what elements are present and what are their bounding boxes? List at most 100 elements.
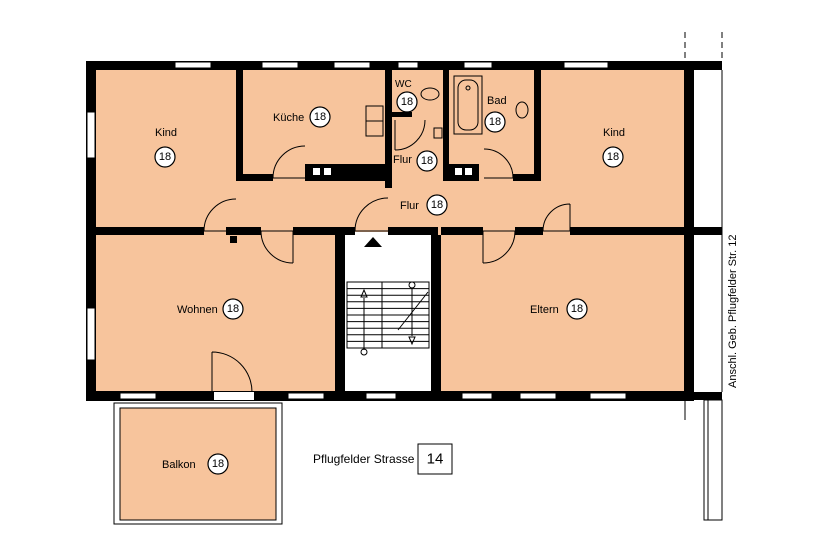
room-number-badge (602, 146, 624, 168)
door-swing (260, 230, 294, 264)
stair-steps-right (382, 281, 429, 349)
adjacent-building (684, 32, 723, 521)
door-swing (542, 203, 571, 232)
room-number-badge (416, 150, 438, 172)
bath-chimney-wall (449, 164, 479, 181)
bottom-wall-extension (694, 392, 722, 400)
wall (388, 227, 438, 235)
window (119, 392, 157, 400)
window (261, 61, 299, 69)
window (174, 61, 212, 69)
room-number-wohnen: 18 (227, 303, 239, 315)
wall (570, 227, 684, 235)
window (397, 61, 419, 69)
drain (465, 85, 471, 91)
room-number-badge (426, 194, 448, 216)
room-number-badge (484, 111, 506, 133)
room-label-wc: WC (395, 79, 412, 90)
flue (465, 168, 472, 175)
right-wall (684, 61, 694, 401)
wall (96, 227, 204, 235)
interior-walls (96, 68, 684, 392)
room-number-eltern: 18 (571, 303, 583, 315)
left-wall (86, 61, 96, 401)
room-number-badge (396, 91, 418, 113)
top-wall-extension (694, 61, 722, 70)
room-number-badge (222, 298, 244, 320)
door-swing (203, 198, 237, 232)
house-number-box (417, 443, 453, 475)
window (365, 392, 397, 400)
room-number-badge (207, 453, 229, 475)
house-number: 14 (427, 451, 444, 468)
room-number-kind-left: 18 (159, 151, 171, 163)
room-label-flur-small: Flur (393, 154, 412, 166)
toilet-icon (420, 87, 440, 101)
wall (345, 227, 355, 235)
room-number-badge (309, 106, 331, 128)
stair-up-arrow-icon (360, 288, 368, 298)
wall (385, 68, 392, 188)
room-number-kueche: 18 (314, 111, 326, 123)
balcony-door-swing (211, 351, 253, 393)
flue (230, 236, 237, 243)
room-number-badge (566, 298, 588, 320)
door-swing (394, 119, 426, 151)
street-name: Pflugfelder Strasse (313, 452, 415, 466)
staircase (346, 237, 430, 356)
window (563, 61, 609, 69)
wall (226, 227, 261, 235)
fixtures (365, 75, 529, 139)
room-label-bad: Bad (487, 95, 507, 107)
balcony-outer-rail (113, 402, 283, 525)
door-swing (482, 230, 516, 264)
top-wall (86, 61, 694, 70)
wall (441, 227, 483, 235)
balcony (113, 402, 283, 525)
wall (534, 68, 541, 181)
wall (443, 68, 449, 181)
room-label-kueche: Küche (273, 112, 304, 124)
wall (236, 68, 243, 181)
door-swing (483, 148, 514, 179)
right-partition-stub (694, 227, 722, 235)
door-swing (272, 145, 306, 179)
balcony-fill (120, 408, 276, 520)
wall (243, 174, 273, 181)
washbasin-icon (433, 127, 443, 139)
room-labels: Kind 18 Küche 18 WC 18 Bad 18 Kind 18 Fl… (154, 79, 625, 475)
room-number-flur-main: 18 (431, 199, 443, 211)
window (589, 392, 627, 400)
room-number-kind-right: 18 (607, 151, 619, 163)
balcony-inner-rail (119, 407, 277, 521)
stair-break-line (397, 291, 429, 331)
stair-end-dot (408, 281, 416, 289)
stairwell-area (345, 232, 431, 392)
flue (455, 168, 462, 175)
doors (203, 119, 571, 393)
bathtub-icon (453, 75, 483, 135)
windows (86, 61, 627, 400)
wall (513, 174, 541, 181)
flue (324, 168, 331, 175)
room-number-badge (154, 146, 176, 168)
window (86, 111, 96, 159)
wall (392, 112, 412, 117)
window (463, 61, 493, 69)
stair-wall-right (431, 235, 441, 392)
door-swing (354, 197, 389, 232)
wall (293, 227, 345, 235)
stair-down-arrow-icon (408, 336, 416, 346)
room-number-bad: 18 (489, 116, 501, 128)
room-number-wc: 18 (401, 96, 413, 108)
room-label-kind-left: Kind (155, 127, 177, 139)
balcony-door-opening (214, 392, 254, 400)
room-label-eltern: Eltern (530, 304, 559, 316)
flue (313, 168, 320, 175)
stair-outline (346, 281, 430, 349)
room-label-balkon: Balkon (162, 459, 196, 471)
bathtub-inner (457, 79, 479, 131)
room-number-balkon: 18 (212, 458, 224, 470)
room-label-kind-right: Kind (603, 127, 625, 139)
